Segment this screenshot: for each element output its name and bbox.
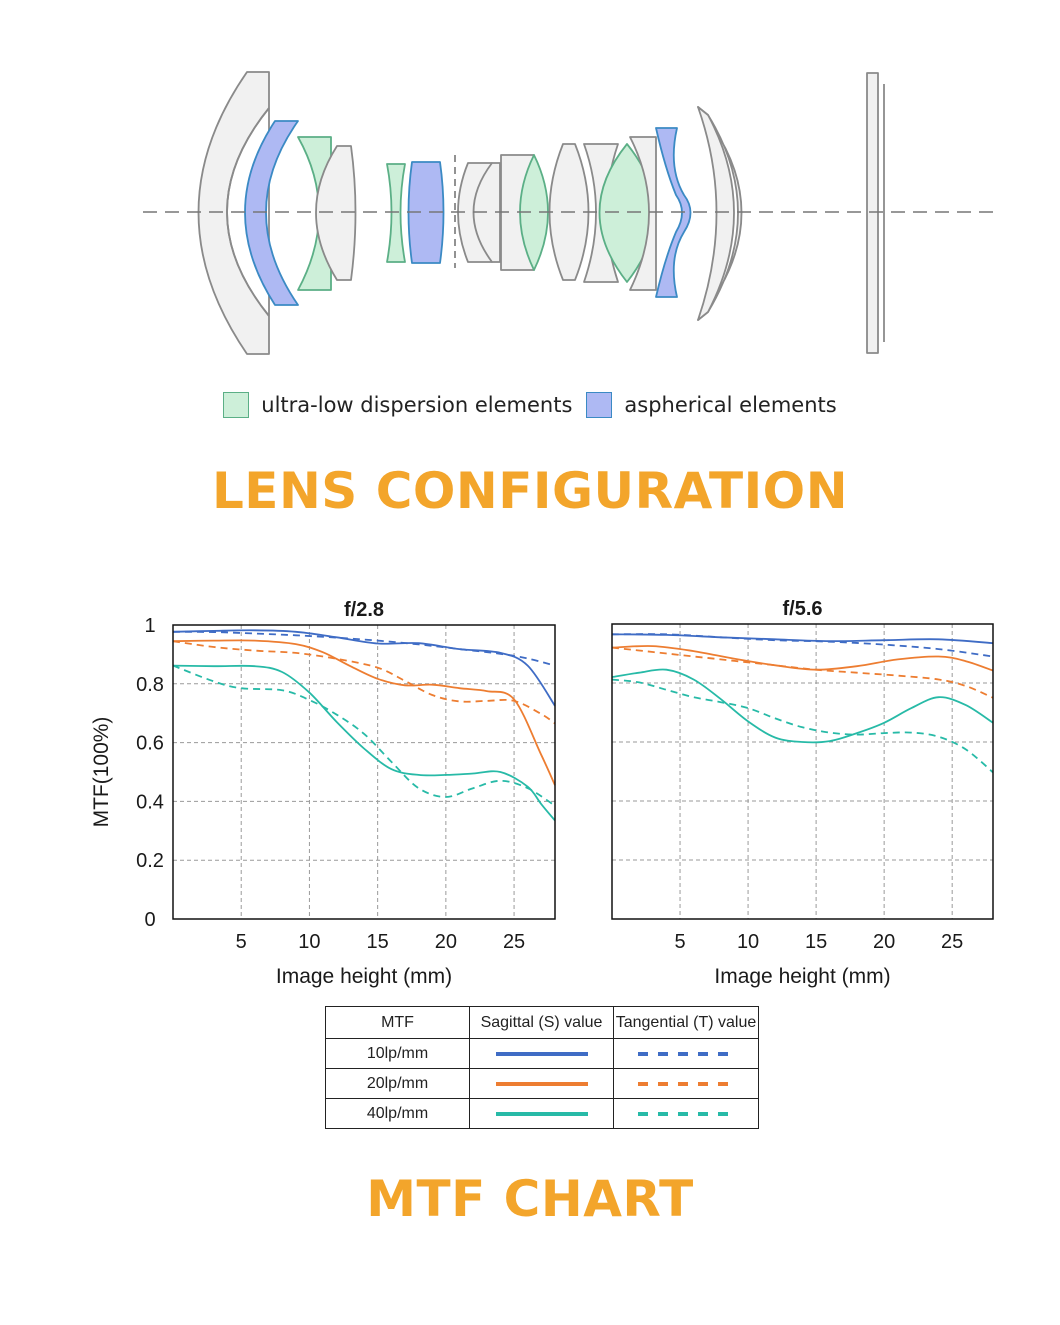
x-tick-label: 25	[941, 931, 963, 953]
aspherical-swatch	[586, 392, 613, 418]
chart-title: f/2.8	[344, 599, 384, 621]
plot-frame	[172, 624, 556, 920]
series-line-10lp-mm-sagittal	[172, 629, 556, 707]
mtf-chart-title: MTF CHART	[366, 1170, 694, 1228]
sagittal-line-sample-10	[469, 1038, 614, 1069]
lens-configuration-title: LENS CONFIGURATION	[211, 462, 849, 520]
series-line-10lp-mm-tangential	[172, 630, 556, 667]
x-axis-label: Image height (mm)	[276, 965, 452, 988]
table-row: 40lp/mm	[325, 1098, 759, 1129]
sensor-filter	[866, 72, 879, 354]
series-line-40lp-mm-tangential	[172, 664, 556, 807]
table-row-label: 40lp/mm	[325, 1098, 470, 1129]
mtf-legend-table: MTF Sagittal (S) value Tangential (T) va…	[325, 1006, 759, 1129]
x-tick-label: 5	[674, 931, 685, 953]
table-row: 20lp/mm	[325, 1068, 759, 1099]
tangential-line-sample-10	[613, 1038, 759, 1069]
lens-element-aspherical-2	[407, 161, 445, 264]
lens-element-1-inner	[226, 107, 270, 317]
series-line-40lp-mm-sagittal	[611, 668, 994, 744]
lens-element-13b	[697, 106, 735, 321]
lens-diagram	[143, 71, 998, 355]
series-line-20lp-mm-sagittal	[172, 639, 556, 786]
chart-title: f/5.6	[782, 598, 822, 620]
series-line-10lp-mm-tangential	[611, 633, 994, 658]
table-row-label: 10lp/mm	[325, 1038, 470, 1069]
sagittal-line-sample-40	[469, 1098, 614, 1129]
legend-label-ultra-low: ultra-low dispersion elements	[261, 393, 573, 417]
sagittal-line-sample-20	[469, 1068, 614, 1099]
y-tick-label: 0.2	[136, 850, 164, 872]
plot-frame	[611, 623, 994, 920]
x-tick-label: 15	[805, 931, 827, 953]
lens-element-ed-2	[386, 163, 406, 263]
y-tick-label: 0.8	[136, 674, 164, 696]
x-tick-label: 5	[236, 931, 247, 953]
table-row-label: 20lp/mm	[325, 1068, 470, 1099]
lens-element-4	[315, 145, 357, 281]
table-header-row: MTF Sagittal (S) value Tangential (T) va…	[325, 1006, 759, 1039]
y-tick-label: 0.4	[136, 791, 164, 813]
series-line-10lp-mm-sagittal	[611, 633, 994, 645]
table-row: 10lp/mm	[325, 1038, 759, 1069]
x-tick-label: 10	[298, 931, 320, 953]
y-tick-label: 0	[144, 909, 155, 931]
x-tick-label: 20	[873, 931, 895, 953]
x-tick-label: 25	[503, 931, 525, 953]
table-header-sagittal: Sagittal (S) value	[469, 1006, 614, 1039]
lens-element-11	[629, 136, 657, 291]
lens-element-ed-3	[519, 154, 549, 271]
lens-element-aspherical-1	[244, 120, 299, 306]
lens-legend: ultra-low dispersion elements aspherical…	[0, 392, 1060, 418]
legend-item-aspherical: aspherical elements	[586, 392, 837, 418]
table-header-tangential: Tangential (T) value	[613, 1006, 759, 1039]
x-tick-label: 20	[435, 931, 457, 953]
series-line-40lp-mm-sagittal	[172, 664, 556, 822]
ultra-low-swatch	[223, 392, 250, 418]
y-tick-label: 1	[144, 615, 155, 637]
y-axis-label: MTF(100%)	[90, 717, 113, 828]
tangential-line-sample-40	[613, 1098, 759, 1129]
legend-label-aspherical: aspherical elements	[624, 393, 837, 417]
y-tick-label: 0.6	[136, 733, 164, 755]
x-tick-label: 10	[737, 931, 759, 953]
series-line-20lp-mm-tangential	[172, 640, 556, 725]
table-header-mtf: MTF	[325, 1006, 470, 1039]
x-tick-label: 15	[367, 931, 389, 953]
legend-item-ultra-low: ultra-low dispersion elements	[223, 392, 572, 418]
series-line-20lp-mm-tangential	[611, 646, 994, 699]
series-line-40lp-mm-tangential	[611, 678, 994, 774]
x-axis-label: Image height (mm)	[714, 965, 890, 988]
tangential-line-sample-20	[613, 1068, 759, 1099]
